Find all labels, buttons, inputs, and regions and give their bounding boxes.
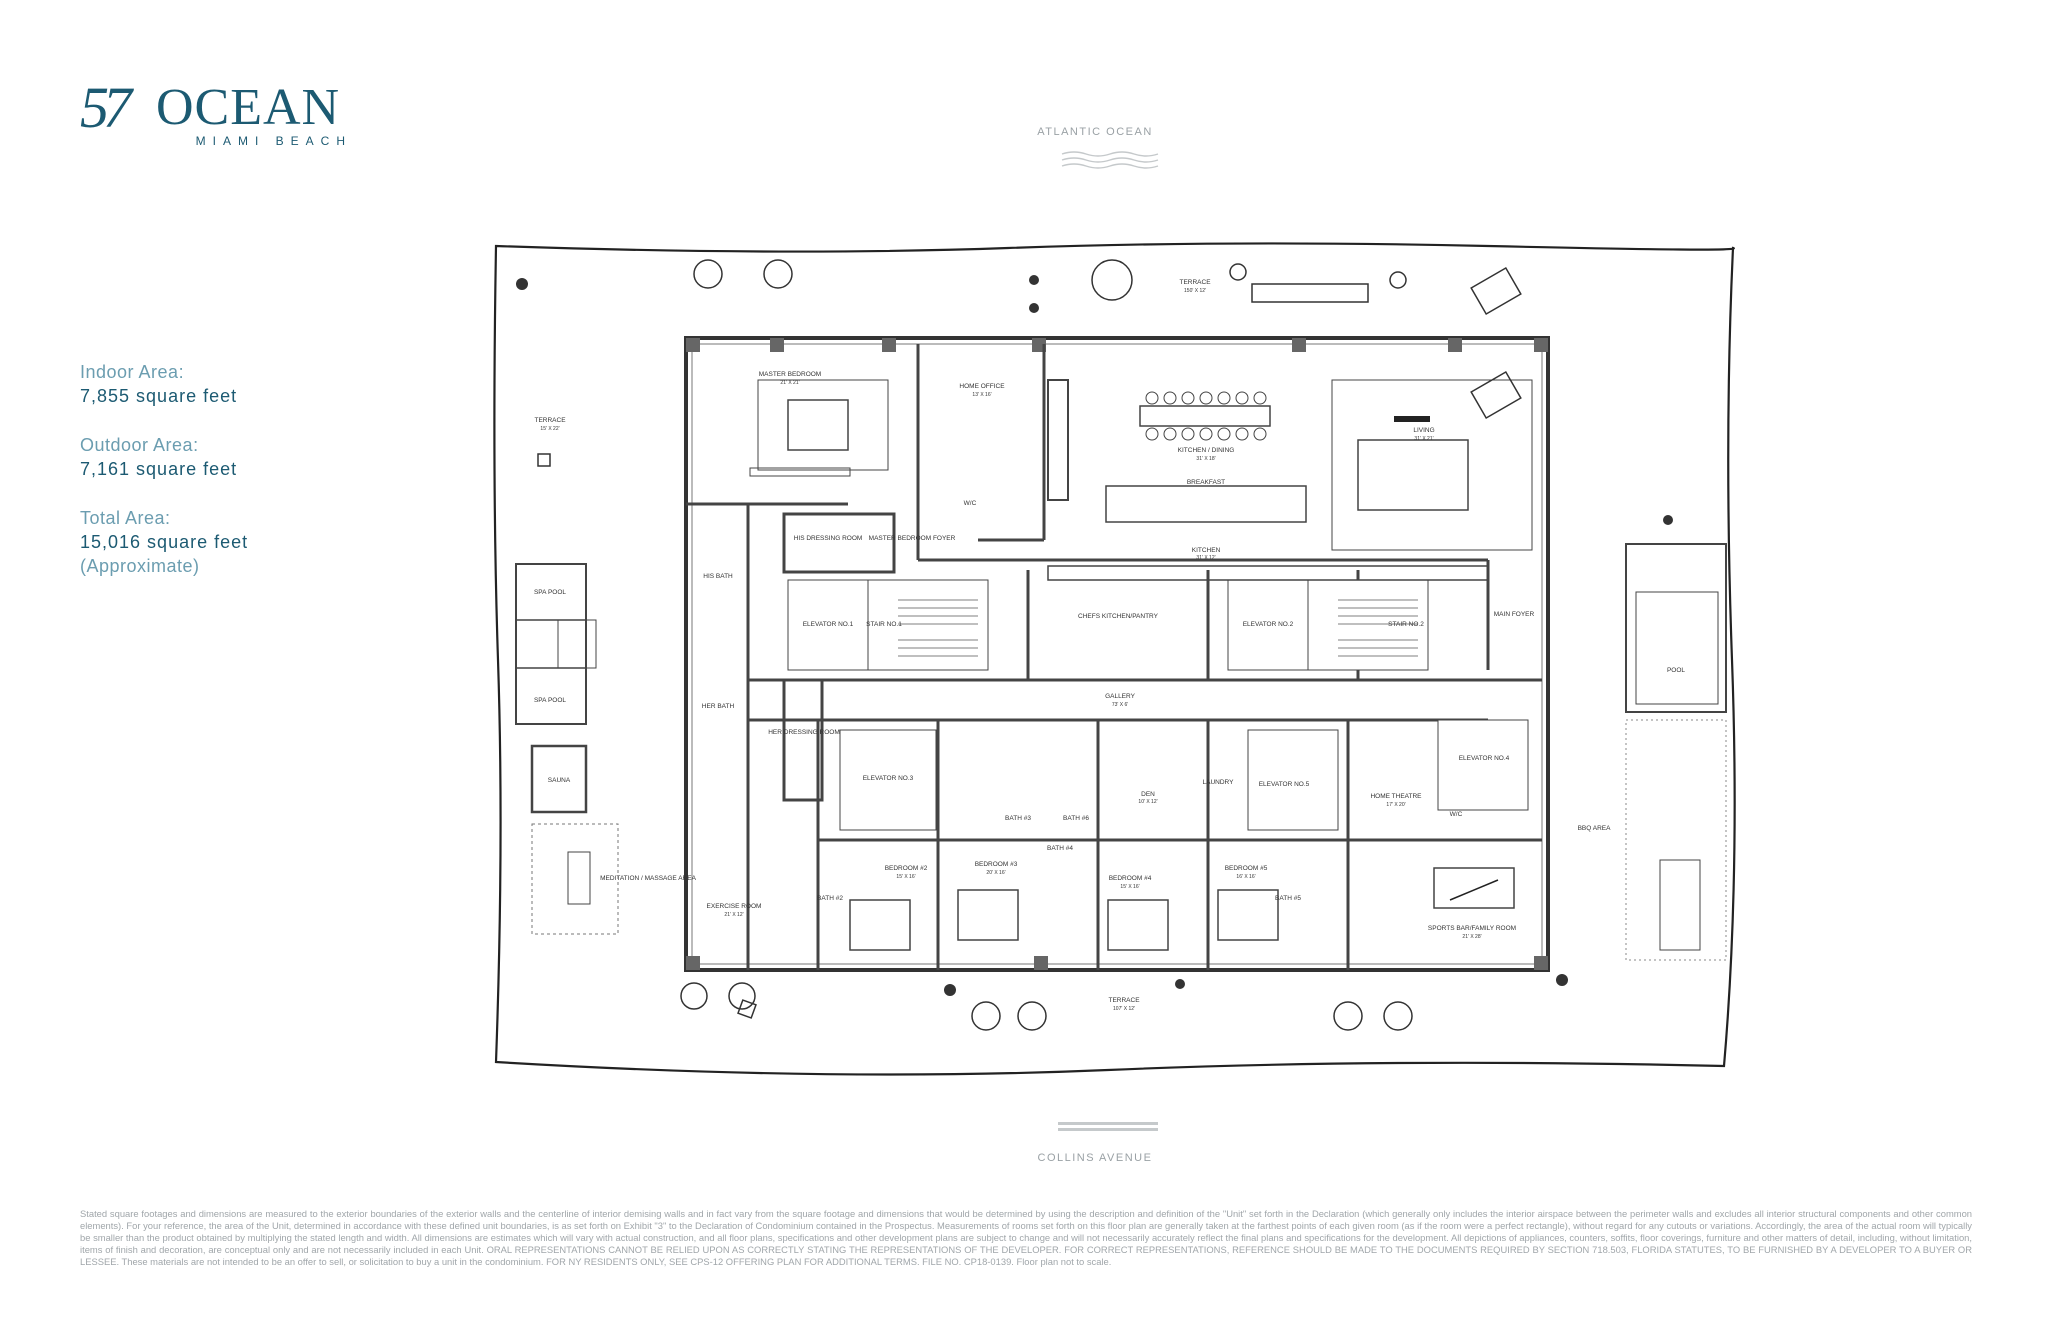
label-sauna: SAUNA	[548, 777, 571, 784]
dim-home-office: 13' X 16'	[972, 392, 991, 398]
outdoor-area-label: Outdoor Area:	[80, 435, 199, 455]
label-spa-pool-2: SPA POOL	[534, 697, 566, 704]
label-his-bath: HIS BATH	[703, 573, 733, 580]
indoor-area-label: Indoor Area:	[80, 362, 185, 382]
label-elevator-3: ELEVATOR NO.3	[863, 775, 914, 782]
label-bedroom-3: BEDROOM #3	[975, 861, 1018, 868]
label-bath-3: BATH #3	[1005, 815, 1031, 822]
floor-plan: TERRACE 150' X 12' TERRACE 15' X 22' TER…	[493, 242, 1736, 1076]
label-wc-bottom: W/C	[1450, 811, 1463, 818]
label-bath-4: BATH #4	[1047, 845, 1073, 852]
label-terrace-top: TERRACE	[1179, 279, 1211, 286]
total-area-label: Total Area:	[80, 508, 171, 528]
label-den: DEN	[1141, 791, 1155, 798]
label-bath-2: BATH #2	[817, 895, 843, 902]
total-area-value: 15,016 square feet	[80, 532, 249, 552]
label-wc-top: W/C	[964, 500, 977, 507]
label-master-foyer: MASTER BEDROOM FOYER	[869, 535, 956, 542]
label-terrace-left: TERRACE	[534, 417, 566, 424]
label-main-foyer: MAIN FOYER	[1494, 611, 1535, 618]
label-stair-2: STAIR NO.2	[1388, 621, 1424, 628]
label-laundry: LAUNDRY	[1203, 779, 1235, 786]
ocean-label: ATLANTIC OCEAN	[1037, 126, 1153, 138]
dim-bedroom-4: 15' X 16'	[1120, 884, 1139, 890]
label-spa-pool-1: SPA POOL	[534, 589, 566, 596]
label-elevator-1: ELEVATOR NO.1	[803, 621, 854, 628]
dim-den: 10' X 12'	[1138, 799, 1157, 805]
label-chefs-kitchen: CHEFS KITCHEN/PANTRY	[1078, 613, 1159, 620]
logo-location: MIAMI BEACH	[195, 134, 352, 148]
outdoor-area-value: 7,161 square feet	[80, 459, 238, 479]
dim-sports-bar: 21' X 28'	[1462, 934, 1481, 940]
label-kitchen-dining: KITCHEN / DINING	[1178, 447, 1235, 454]
dim-kitchen: 31' X 12'	[1196, 555, 1215, 561]
label-elevator-5: ELEVATOR NO.5	[1259, 781, 1310, 788]
total-area-note: (Approximate)	[80, 556, 200, 576]
label-exercise: EXERCISE ROOM	[707, 903, 762, 910]
brand-logo: 57 OCEAN MIAMI BEACH	[80, 78, 350, 150]
label-his-dressing: HIS DRESSING ROOM	[794, 535, 863, 542]
label-bedroom-4: BEDROOM #4	[1109, 875, 1152, 882]
label-elevator-2: ELEVATOR NO.2	[1243, 621, 1294, 628]
label-stair-1: STAIR NO.1	[866, 621, 902, 628]
indoor-area-value: 7,855 square feet	[80, 386, 238, 406]
label-gallery: GALLERY	[1105, 693, 1136, 700]
label-master-bedroom: MASTER BEDROOM	[759, 371, 821, 378]
street-lines-icon	[1058, 1122, 1158, 1134]
dim-bedroom-2: 15' X 16'	[896, 874, 915, 880]
dim-bedroom-5: 16' X 16'	[1236, 874, 1255, 880]
dim-living: 31' X 21'	[1414, 436, 1433, 442]
dim-master-bedroom: 21' X 21'	[780, 380, 799, 386]
dim-exercise: 21' X 12'	[724, 912, 743, 918]
dim-terrace-bottom: 107' X 12'	[1113, 1006, 1135, 1012]
logo-name: OCEAN	[156, 79, 341, 136]
label-terrace-bottom: TERRACE	[1108, 997, 1140, 1004]
dim-gallery: 73' X 6'	[1112, 702, 1128, 708]
label-elevator-4: ELEVATOR NO.4	[1459, 755, 1510, 762]
label-bath-6: BATH #6	[1063, 815, 1089, 822]
dim-bedroom-3: 20' X 16'	[986, 870, 1005, 876]
street-label: COLLINS AVENUE	[1037, 1152, 1153, 1164]
ocean-waves-icon	[1061, 151, 1159, 169]
dim-kitchen-dining: 31' X 18'	[1196, 456, 1215, 462]
label-living: LIVING	[1413, 427, 1434, 434]
dim-terrace-top: 150' X 12'	[1184, 288, 1206, 294]
dim-terrace-left: 15' X 22'	[540, 426, 559, 432]
label-her-dressing: HER DRESSING ROOM	[768, 729, 840, 736]
logo-number: 57	[80, 75, 132, 140]
label-bedroom-5: BEDROOM #5	[1225, 865, 1268, 872]
label-her-bath: HER BATH	[702, 703, 735, 710]
label-home-office: HOME OFFICE	[959, 383, 1005, 390]
label-bedroom-2: BEDROOM #2	[885, 865, 928, 872]
label-bath-5: BATH #5	[1275, 895, 1301, 902]
label-meditation: MEDITATION / MASSAGE AREA	[600, 875, 696, 882]
area-summary: Indoor Area: 7,855 square feet Outdoor A…	[80, 360, 310, 578]
label-bbq-area: BBQ AREA	[1578, 825, 1612, 832]
dim-home-theatre: 17' X 20'	[1386, 802, 1405, 808]
label-pool: POOL	[1667, 667, 1685, 674]
label-sports-bar: SPORTS BAR/FAMILY ROOM	[1428, 925, 1516, 932]
label-kitchen: KITCHEN	[1192, 547, 1221, 554]
label-breakfast: BREAKFAST	[1187, 479, 1225, 486]
label-home-theatre: HOME THEATRE	[1370, 793, 1422, 800]
legal-disclaimer: Stated square footages and dimensions ar…	[80, 1208, 1972, 1267]
